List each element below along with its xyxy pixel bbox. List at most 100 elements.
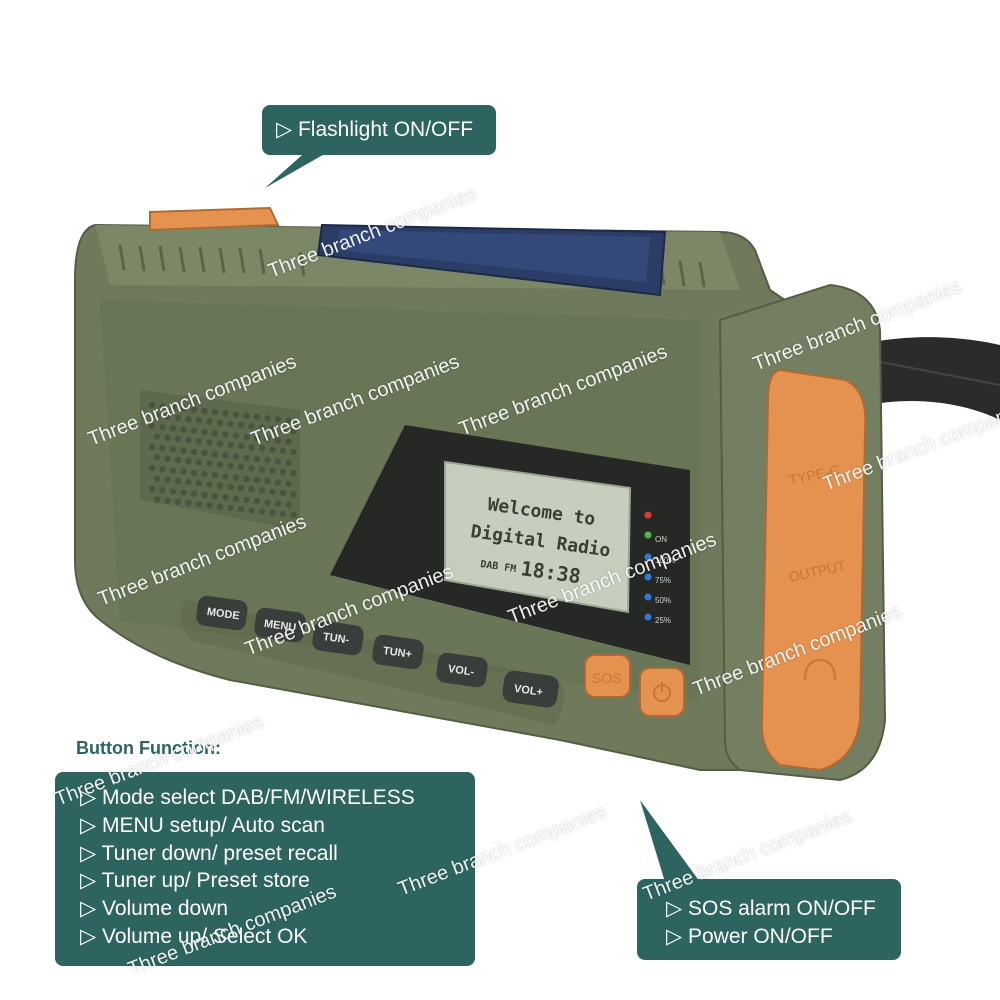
speaker-hole	[222, 473, 229, 480]
speaker-hole	[195, 417, 203, 424]
speaker-hole	[264, 457, 271, 464]
speaker-hole	[174, 456, 182, 464]
volume-down-button[interactable]: VOL-	[435, 652, 489, 689]
speaker-hole	[164, 413, 171, 420]
svg-text:MENU: MENU	[263, 618, 297, 634]
function-tuner-down: ▷ Tuner down/ preset recall	[80, 841, 338, 865]
speaker-hole	[237, 421, 245, 429]
volume-up-button[interactable]: VOL+	[501, 669, 560, 708]
function-power: ▷ Power ON/OFF	[666, 924, 833, 948]
speaker-hole	[216, 482, 224, 489]
speaker-hole	[216, 461, 224, 468]
power-icon	[653, 682, 671, 702]
speaker-hole	[285, 438, 292, 445]
svg-text:VOL+: VOL+	[513, 683, 543, 699]
speaker-hole	[164, 455, 171, 462]
speaker-hole	[164, 476, 171, 483]
speaker-hole	[211, 409, 219, 416]
speaker-hole	[195, 480, 203, 487]
indicator-green	[644, 531, 652, 539]
speaker-hole	[180, 468, 187, 475]
speaker-hole	[211, 472, 219, 479]
menu-button[interactable]: MENU	[253, 607, 307, 644]
function-tuner-up: ▷ Tuner up/ Preset store	[80, 869, 310, 893]
speaker-hole	[290, 427, 297, 435]
speaker-hole	[269, 467, 276, 474]
speaker-hole	[237, 505, 245, 513]
speaker-hole	[201, 428, 208, 436]
speaker-hole	[274, 479, 282, 486]
speaker-hole	[185, 457, 192, 465]
speaker-hole	[148, 464, 156, 472]
sos-power-callout: ▷ SOS alarm ON/OFF ▷ Power ON/OFF	[637, 879, 901, 960]
speaker-hole	[274, 500, 282, 507]
speaker-hole	[253, 455, 261, 463]
speaker-hole	[195, 459, 203, 466]
speaker-hole	[174, 477, 182, 485]
tuner-down-button[interactable]: TUN-	[311, 620, 365, 657]
speaker-hole	[227, 462, 234, 470]
function-sos: ▷ SOS alarm ON/OFF	[666, 897, 876, 920]
speaker-hole	[180, 489, 187, 496]
speaker-hole	[248, 486, 255, 493]
speaker-hole	[264, 436, 271, 443]
power-button[interactable]	[639, 667, 685, 717]
speaker-hole	[148, 422, 156, 430]
speaker-hole	[227, 441, 234, 449]
speaker-hole	[201, 407, 208, 415]
speaker-hole	[243, 496, 250, 503]
speaker-hole	[222, 452, 229, 459]
speaker-hole	[227, 420, 234, 428]
function-mode: ▷ Mode select DAB/FM/WIRELESS	[80, 786, 415, 809]
speaker-hole	[185, 499, 192, 507]
speaker-hole	[174, 414, 182, 422]
flashlight-callout: ▷ Flashlight ON/OFF	[262, 105, 496, 155]
speaker-grille	[140, 390, 300, 530]
tuner-up-button[interactable]: TUN+	[371, 634, 425, 671]
speaker-hole	[222, 410, 229, 417]
speaker-hole	[264, 478, 271, 485]
speaker-hole	[159, 424, 166, 431]
battery-led-25	[644, 613, 652, 621]
speaker-hole	[269, 446, 276, 453]
side-port-cover[interactable]	[760, 368, 867, 772]
speaker-hole	[211, 493, 219, 500]
speaker-hole	[169, 404, 177, 411]
flashlight-button[interactable]	[149, 206, 280, 232]
speaker-hole	[237, 442, 245, 450]
speaker-hole	[153, 454, 161, 461]
speaker-hole	[285, 480, 292, 487]
battery-led-50	[644, 593, 652, 601]
speaker-hole	[285, 417, 292, 424]
speaker-hole	[227, 483, 234, 491]
speaker-hole	[216, 503, 224, 510]
mode-button[interactable]: MODE	[195, 595, 249, 632]
speaker-hole	[274, 416, 282, 423]
speaker-hole	[169, 446, 177, 453]
speaker-hole	[185, 478, 192, 486]
speaker-hole	[258, 445, 266, 452]
lcd-band: DAB FM	[480, 559, 517, 575]
sos-button[interactable]: SOS	[584, 654, 631, 698]
speaker-hole	[159, 487, 166, 494]
speaker-hole	[232, 453, 240, 460]
speaker-hole	[258, 508, 266, 515]
speaker-hole	[274, 458, 282, 465]
speaker-hole	[216, 440, 224, 447]
speaker-hole	[159, 403, 166, 410]
speaker-hole	[190, 469, 198, 476]
battery-led-100	[644, 553, 652, 561]
speaker-hole	[164, 497, 171, 504]
battery-label-100: 100%	[655, 556, 675, 565]
lcd-screen	[444, 460, 632, 614]
battery-label-75: 75%	[655, 576, 671, 585]
speaker-hole	[243, 454, 250, 461]
sos-callout-pointer	[640, 800, 700, 882]
speaker-hole	[206, 439, 213, 446]
speaker-hole	[243, 433, 250, 440]
speaker-hole	[153, 496, 161, 503]
speaker-hole	[269, 509, 276, 516]
speaker-hole	[222, 494, 229, 501]
speaker-hole	[290, 490, 297, 498]
